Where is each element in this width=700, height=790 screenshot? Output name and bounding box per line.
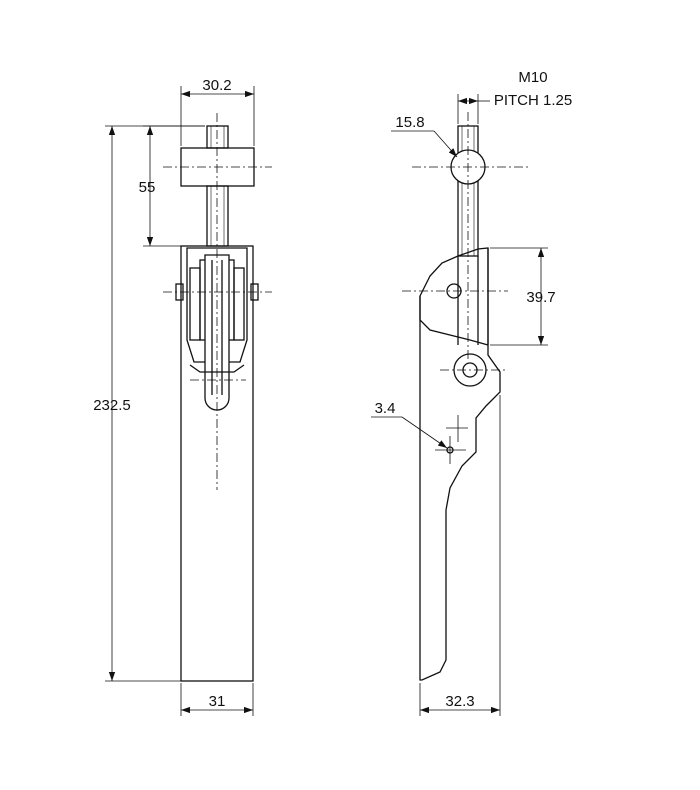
dim-pivot-height: 39.7 bbox=[526, 289, 555, 306]
dim-front-width-bottom: 31 bbox=[209, 693, 226, 710]
front-view-dimensions: 30.2 55 232.5 31 bbox=[93, 77, 255, 716]
dim-front-width-top: 30.2 bbox=[202, 77, 231, 94]
dim-front-overall-height: 232.5 bbox=[93, 397, 131, 414]
side-view bbox=[402, 112, 530, 681]
front-view bbox=[163, 113, 272, 682]
dim-hole-diameter: 3.4 bbox=[375, 400, 396, 417]
dim-side-width-bottom: 32.3 bbox=[445, 693, 474, 710]
dim-ball-diameter: 15.8 bbox=[395, 114, 424, 131]
front-stud-shaft bbox=[206, 185, 229, 247]
dim-thread-pitch: PITCH 1.25 bbox=[494, 92, 572, 109]
side-handle-body bbox=[419, 247, 501, 681]
dim-thread-size: M10 bbox=[518, 69, 547, 86]
front-link bbox=[204, 254, 230, 411]
side-view-dimensions: M10 PITCH 1.25 15.8 39.7 3.4 32.3 bbox=[371, 69, 572, 716]
front-stud-top bbox=[206, 125, 229, 149]
dim-front-height-upper: 55 bbox=[139, 179, 156, 196]
